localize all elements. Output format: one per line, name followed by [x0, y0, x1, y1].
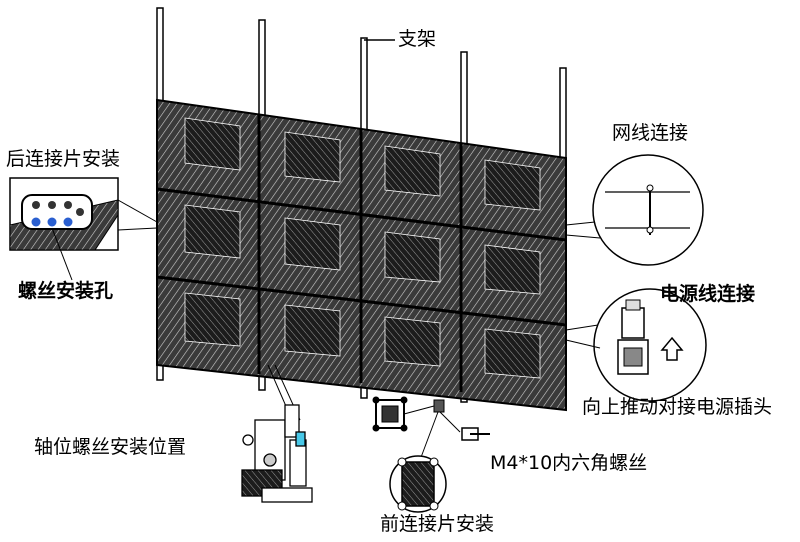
label-axis-screw: 轴位螺丝安装位置	[34, 436, 187, 458]
label-push-up: 向上推动对接电源插头	[582, 396, 773, 418]
label-power: 电源线连接	[660, 283, 756, 305]
screw-hole	[47, 217, 57, 227]
up-arrow-icon	[660, 336, 684, 361]
screw-hole	[31, 217, 41, 227]
label-network: 网线连接	[612, 122, 689, 144]
cabinet-grid	[156, 114, 567, 392]
front-plate-detail	[372, 396, 490, 513]
label-screw-hole: 螺丝安装孔	[18, 280, 114, 302]
network-callout	[565, 154, 704, 266]
label-front-plate: 前连接片安装	[380, 513, 495, 535]
led-cabinet-wall	[156, 98, 567, 412]
label-screw-spec: M4*10内六角螺丝	[490, 452, 648, 474]
label-rear-plate: 后连接片安装	[6, 148, 121, 170]
axis-screw-detail	[241, 364, 313, 503]
screw-hole	[63, 217, 73, 227]
rear-plate-callout	[9, 177, 158, 281]
cyan-fastener	[295, 431, 306, 447]
label-bracket: 支架	[398, 28, 437, 50]
module-details	[184, 117, 541, 379]
power-callout	[565, 288, 707, 402]
